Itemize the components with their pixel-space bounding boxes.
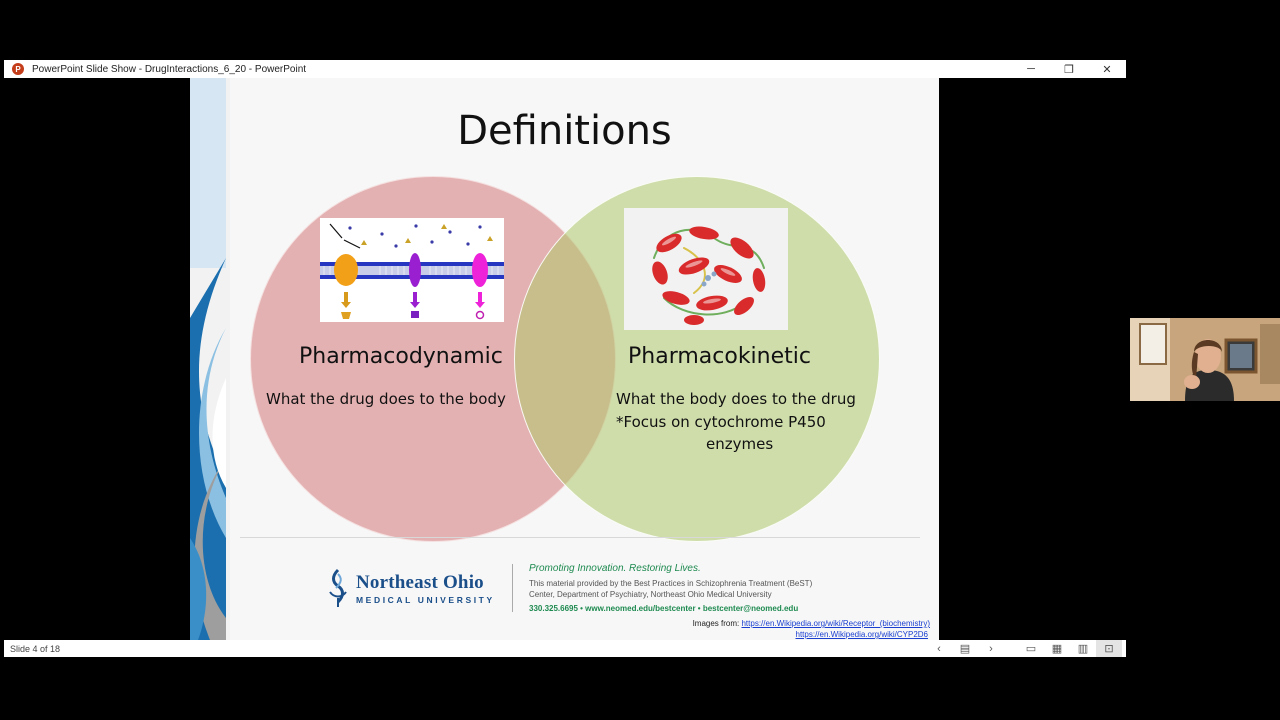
window-title: PowerPoint Slide Show - DrugInteractions… <box>32 63 307 75</box>
previous-slide-button[interactable]: ‹ <box>937 642 941 655</box>
logo-line-2: MEDICAL UNIVERSITY <box>356 594 495 605</box>
receptor-membrane-image <box>320 218 504 322</box>
footer-provided-line-1: This material provided by the Best Pract… <box>529 579 813 588</box>
window-titlebar: P PowerPoint Slide Show - DrugInteractio… <box>4 60 1126 78</box>
footer-contact: 330.325.6695 • www.neomed.edu/bestcenter… <box>529 604 799 613</box>
presenter-webcam-video <box>1130 318 1280 401</box>
minimize-button[interactable]: ─ <box>1027 63 1035 75</box>
statusbar-controls: ‹ ▤ › ▭ ▦ ▥ ⊡ <box>926 640 1122 657</box>
pharmacokinetic-focus-note: *Focus on cytochrome P450 <box>616 413 826 431</box>
footer-divider <box>240 537 920 538</box>
restore-button[interactable]: ❐ <box>1064 63 1074 76</box>
slideshow-statusbar: Slide 4 of 18 ‹ ▤ › ▭ ▦ ▥ ⊡ <box>4 640 1126 657</box>
pharmacokinetic-focus-note-continued: enzymes <box>706 435 774 453</box>
pharmacodynamic-heading: Pharmacodynamic <box>299 344 503 369</box>
footer-provided-line-2: Center, Department of Psychiatry, Northe… <box>529 590 772 599</box>
close-button[interactable]: ✕ <box>1102 63 1112 76</box>
cyp2d6-wikipedia-link[interactable]: https://en.Wikipedia.org/wiki/CYP2D6 <box>795 630 929 639</box>
image-credits: Images from: https://en.Wikipedia.org/wi… <box>693 619 930 628</box>
pharmacodynamic-description: What the drug does to the body <box>266 390 506 408</box>
powerpoint-app-icon: P <box>12 63 24 75</box>
slide-title: Definitions <box>457 108 672 154</box>
window-controls: ─ ❐ ✕ <box>1012 60 1126 78</box>
cyp450-protein-image <box>624 208 788 330</box>
images-from-label: Images from: <box>692 619 740 628</box>
slide-counter: Slide 4 of 18 <box>10 643 61 654</box>
reading-view-icon[interactable]: ▥ <box>1077 643 1089 655</box>
slide-sorter-view-icon[interactable]: ▦ <box>1051 643 1063 655</box>
pharmacokinetic-description: What the body does to the drug <box>616 390 856 408</box>
slide-left-decoration <box>190 78 230 640</box>
footer-tagline: Promoting Innovation. Restoring Lives. <box>529 563 701 574</box>
slide[interactable]: Definitions <box>190 78 939 640</box>
footer-separator <box>512 564 513 612</box>
normal-view-icon[interactable]: ▭ <box>1025 643 1037 655</box>
neomed-logo: Northeast Ohio MEDICAL UNIVERSITY <box>326 568 495 608</box>
logo-line-1: Northeast Ohio <box>356 571 484 593</box>
receptor-wikipedia-link[interactable]: https://en.Wikipedia.org/wiki/Receptor_(… <box>741 619 930 628</box>
neomed-caduceus-icon <box>329 568 347 607</box>
next-slide-button[interactable]: › <box>989 642 993 655</box>
pharmacokinetic-heading: Pharmacokinetic <box>628 344 811 369</box>
slide-menu-icon[interactable]: ▤ <box>959 643 971 655</box>
slideshow-view-icon[interactable]: ⊡ <box>1096 640 1122 657</box>
statusbar-spacer <box>1004 640 1018 657</box>
